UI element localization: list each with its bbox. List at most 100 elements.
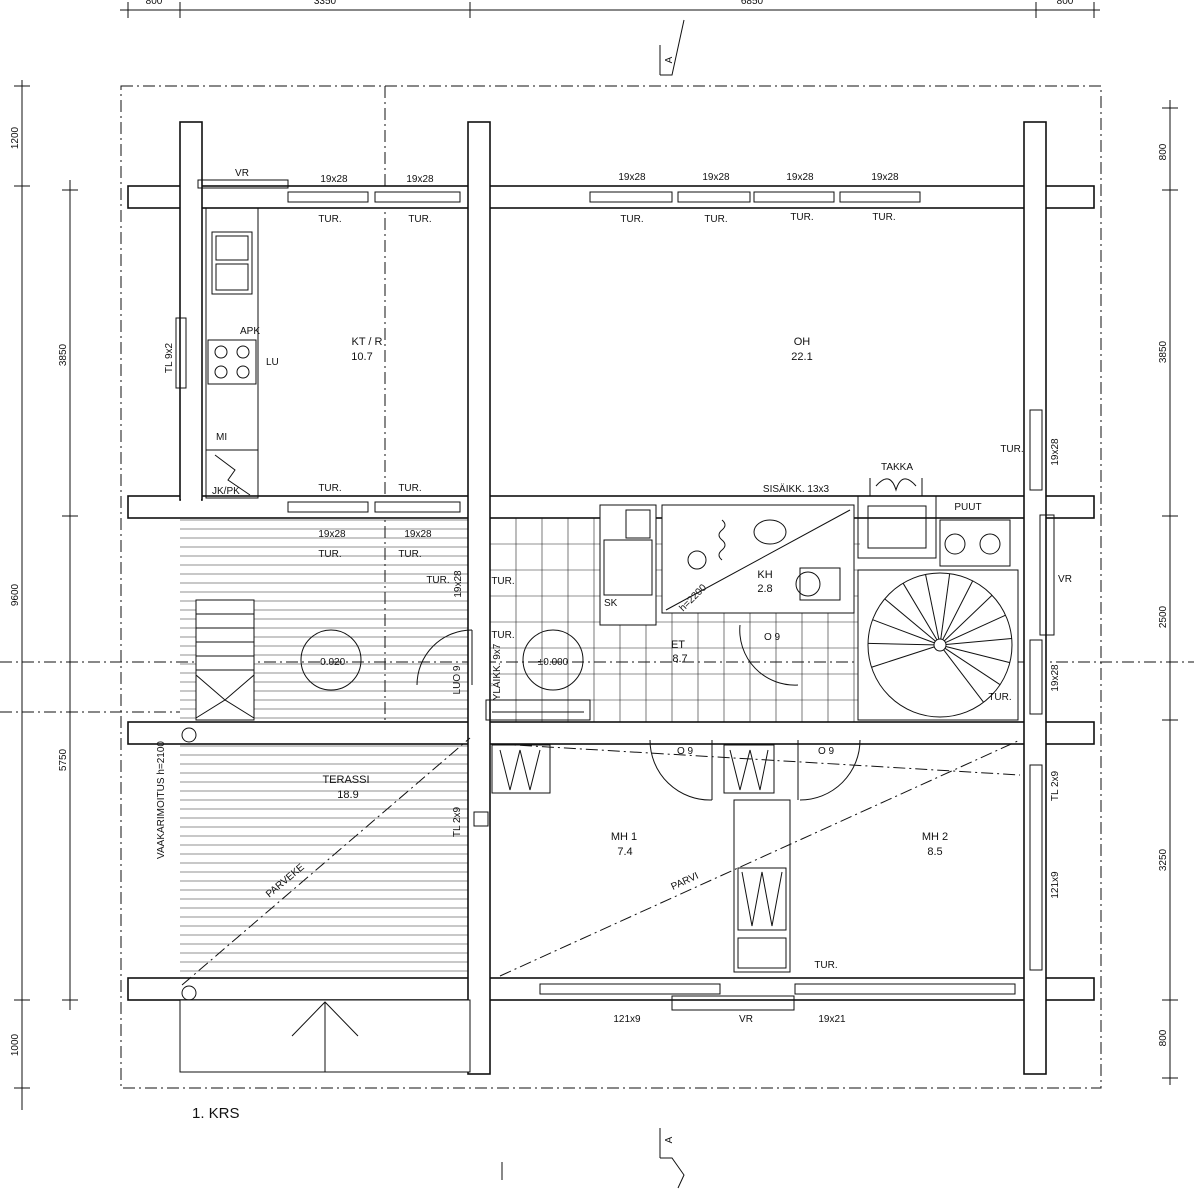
label-tur-2: TUR. <box>408 214 431 225</box>
label-tur-13: TUR. <box>491 576 514 587</box>
label-tur-14: TUR. <box>491 630 514 641</box>
label-apk: APK <box>240 326 260 337</box>
room-terassi-name: TERASSI <box>322 774 369 786</box>
room-et-name: ET <box>671 639 685 651</box>
window-size-5: 19x28 <box>786 172 814 183</box>
window-size-4: 19x28 <box>702 172 730 183</box>
roof-outline <box>120 85 1102 1089</box>
dim-left-inner-1: 3850 <box>58 343 69 366</box>
label-sk: SK <box>604 598 618 609</box>
label-takka: TAKKA <box>881 462 913 473</box>
dim-right-3: 2500 <box>1158 605 1169 628</box>
terrace-steps <box>179 999 471 1073</box>
label-tur-11: TUR. <box>398 549 421 560</box>
label-tur-1: TUR. <box>318 214 341 225</box>
label-level-terrace: -0.020 <box>317 657 346 668</box>
dim-top-4: 800 <box>1057 0 1074 7</box>
parvi-edge <box>497 743 1021 776</box>
parvi-diagonal <box>499 739 1021 977</box>
label-tur-7: TUR. <box>318 483 341 494</box>
room-kh-name: KH <box>757 569 772 581</box>
room-kt-name: KT / R <box>352 336 383 348</box>
post-1 <box>181 727 197 743</box>
dim-left-outer-3: 1000 <box>10 1033 21 1056</box>
label-level-entry: ±0.000 <box>538 657 569 668</box>
label-tur-15: TUR. <box>988 692 1011 703</box>
dim-right-1: 800 <box>1158 143 1169 160</box>
room-mh2-name: MH 2 <box>922 831 948 843</box>
windows <box>175 179 1055 1011</box>
window-size-2: 19x28 <box>406 174 434 185</box>
window-size-10: 19x28 <box>1050 438 1061 466</box>
door-swings <box>416 624 861 801</box>
label-tl92: TL 9x2 <box>164 342 175 373</box>
label-tur-16: TUR. <box>814 960 837 971</box>
label-sisaikk: SISÄIKK. 13x3 <box>763 483 830 495</box>
window-size-8: 19x28 <box>404 529 432 540</box>
window-size-11: 19x28 <box>1050 664 1061 692</box>
window-size-13: 19x21 <box>818 1014 846 1025</box>
dim-right-2: 3850 <box>1158 340 1169 363</box>
label-jkpk: JK/PK <box>212 486 240 497</box>
section-marker-bottom-label: A <box>664 1136 675 1143</box>
label-tl29-b: TL 2x9 <box>1050 770 1061 801</box>
bathroom-block <box>599 504 855 626</box>
label-vr-bottom: VR <box>739 1014 753 1025</box>
dim-top-2: 3350 <box>314 0 337 7</box>
window-size-1: 19x28 <box>320 174 348 185</box>
label-mi: MI <box>216 432 227 443</box>
label-tur-8: TUR. <box>398 483 421 494</box>
room-terassi-area: 18.9 <box>337 789 358 801</box>
terrace-decking <box>180 519 468 972</box>
label-o9-c: O 9 <box>818 746 835 757</box>
label-tur-6: TUR. <box>872 212 895 223</box>
level-marker-terrace <box>300 629 362 691</box>
level-marker-entry <box>522 629 584 691</box>
dim-top-3: 6850 <box>741 0 764 7</box>
plan-title: 1. KRS <box>192 1105 240 1122</box>
spiral-stair <box>857 569 1019 721</box>
room-kh-area: 2.8 <box>757 583 772 595</box>
section-marker-bottom <box>501 1128 685 1189</box>
label-parvi: PARVI <box>669 871 700 893</box>
window-size-7: 19x28 <box>318 529 346 540</box>
label-vaakarimoitus: VAAKARIMOITUS h=2100 <box>156 741 167 859</box>
room-oh-area: 22.1 <box>791 351 812 363</box>
window-size-labels: 19x28 19x28 19x28 19x28 19x28 19x28 19x2… <box>318 172 1061 1025</box>
label-vr-right: VR <box>1058 574 1072 585</box>
kitchen-counter <box>205 207 259 499</box>
label-tur-3: TUR. <box>620 214 643 225</box>
label-tur-10: TUR. <box>318 549 341 560</box>
label-lu: LU <box>266 357 279 368</box>
dim-left-outer-2: 9600 <box>10 583 21 606</box>
dim-top-1: 800 <box>146 0 163 7</box>
section-marker-top <box>659 19 685 76</box>
window-size-6: 19x28 <box>871 172 899 183</box>
window-size-12: 121x9 <box>613 1014 641 1025</box>
room-kt-area: 10.7 <box>351 351 372 363</box>
dim-left-outer-1: 1200 <box>10 126 21 149</box>
label-o9-b: O 9 <box>677 746 694 757</box>
window-size-3: 19x28 <box>618 172 646 183</box>
label-luo9: LUO 9 <box>452 665 463 694</box>
room-oh-name: OH <box>794 336 811 348</box>
room-mh1-name: MH 1 <box>611 831 637 843</box>
label-puut: PUUT <box>954 502 981 513</box>
room-labels: KT / R 10.7 OH 22.1 KH 2.8 ET 8.7 TERASS… <box>322 336 948 858</box>
label-tl29-a: TL 2x9 <box>452 806 463 837</box>
room-mh1-area: 7.4 <box>617 846 632 858</box>
fireplace <box>857 478 1011 567</box>
room-mh2-area: 8.5 <box>927 846 942 858</box>
label-tur-12: TUR. <box>426 575 449 586</box>
dim-left-inner-2: 5750 <box>58 748 69 771</box>
room-et-area: 8.7 <box>672 653 687 665</box>
terrace-stair <box>195 599 255 721</box>
section-marker-top-label: A <box>664 56 675 63</box>
label-tur-5: TUR. <box>790 212 813 223</box>
label-tur-4: TUR. <box>704 214 727 225</box>
parveke-diagonal <box>181 737 471 986</box>
window-size-14: 121x9 <box>1050 871 1061 899</box>
label-vr-top: VR <box>235 168 249 179</box>
window-size-9: 19x28 <box>453 570 464 598</box>
